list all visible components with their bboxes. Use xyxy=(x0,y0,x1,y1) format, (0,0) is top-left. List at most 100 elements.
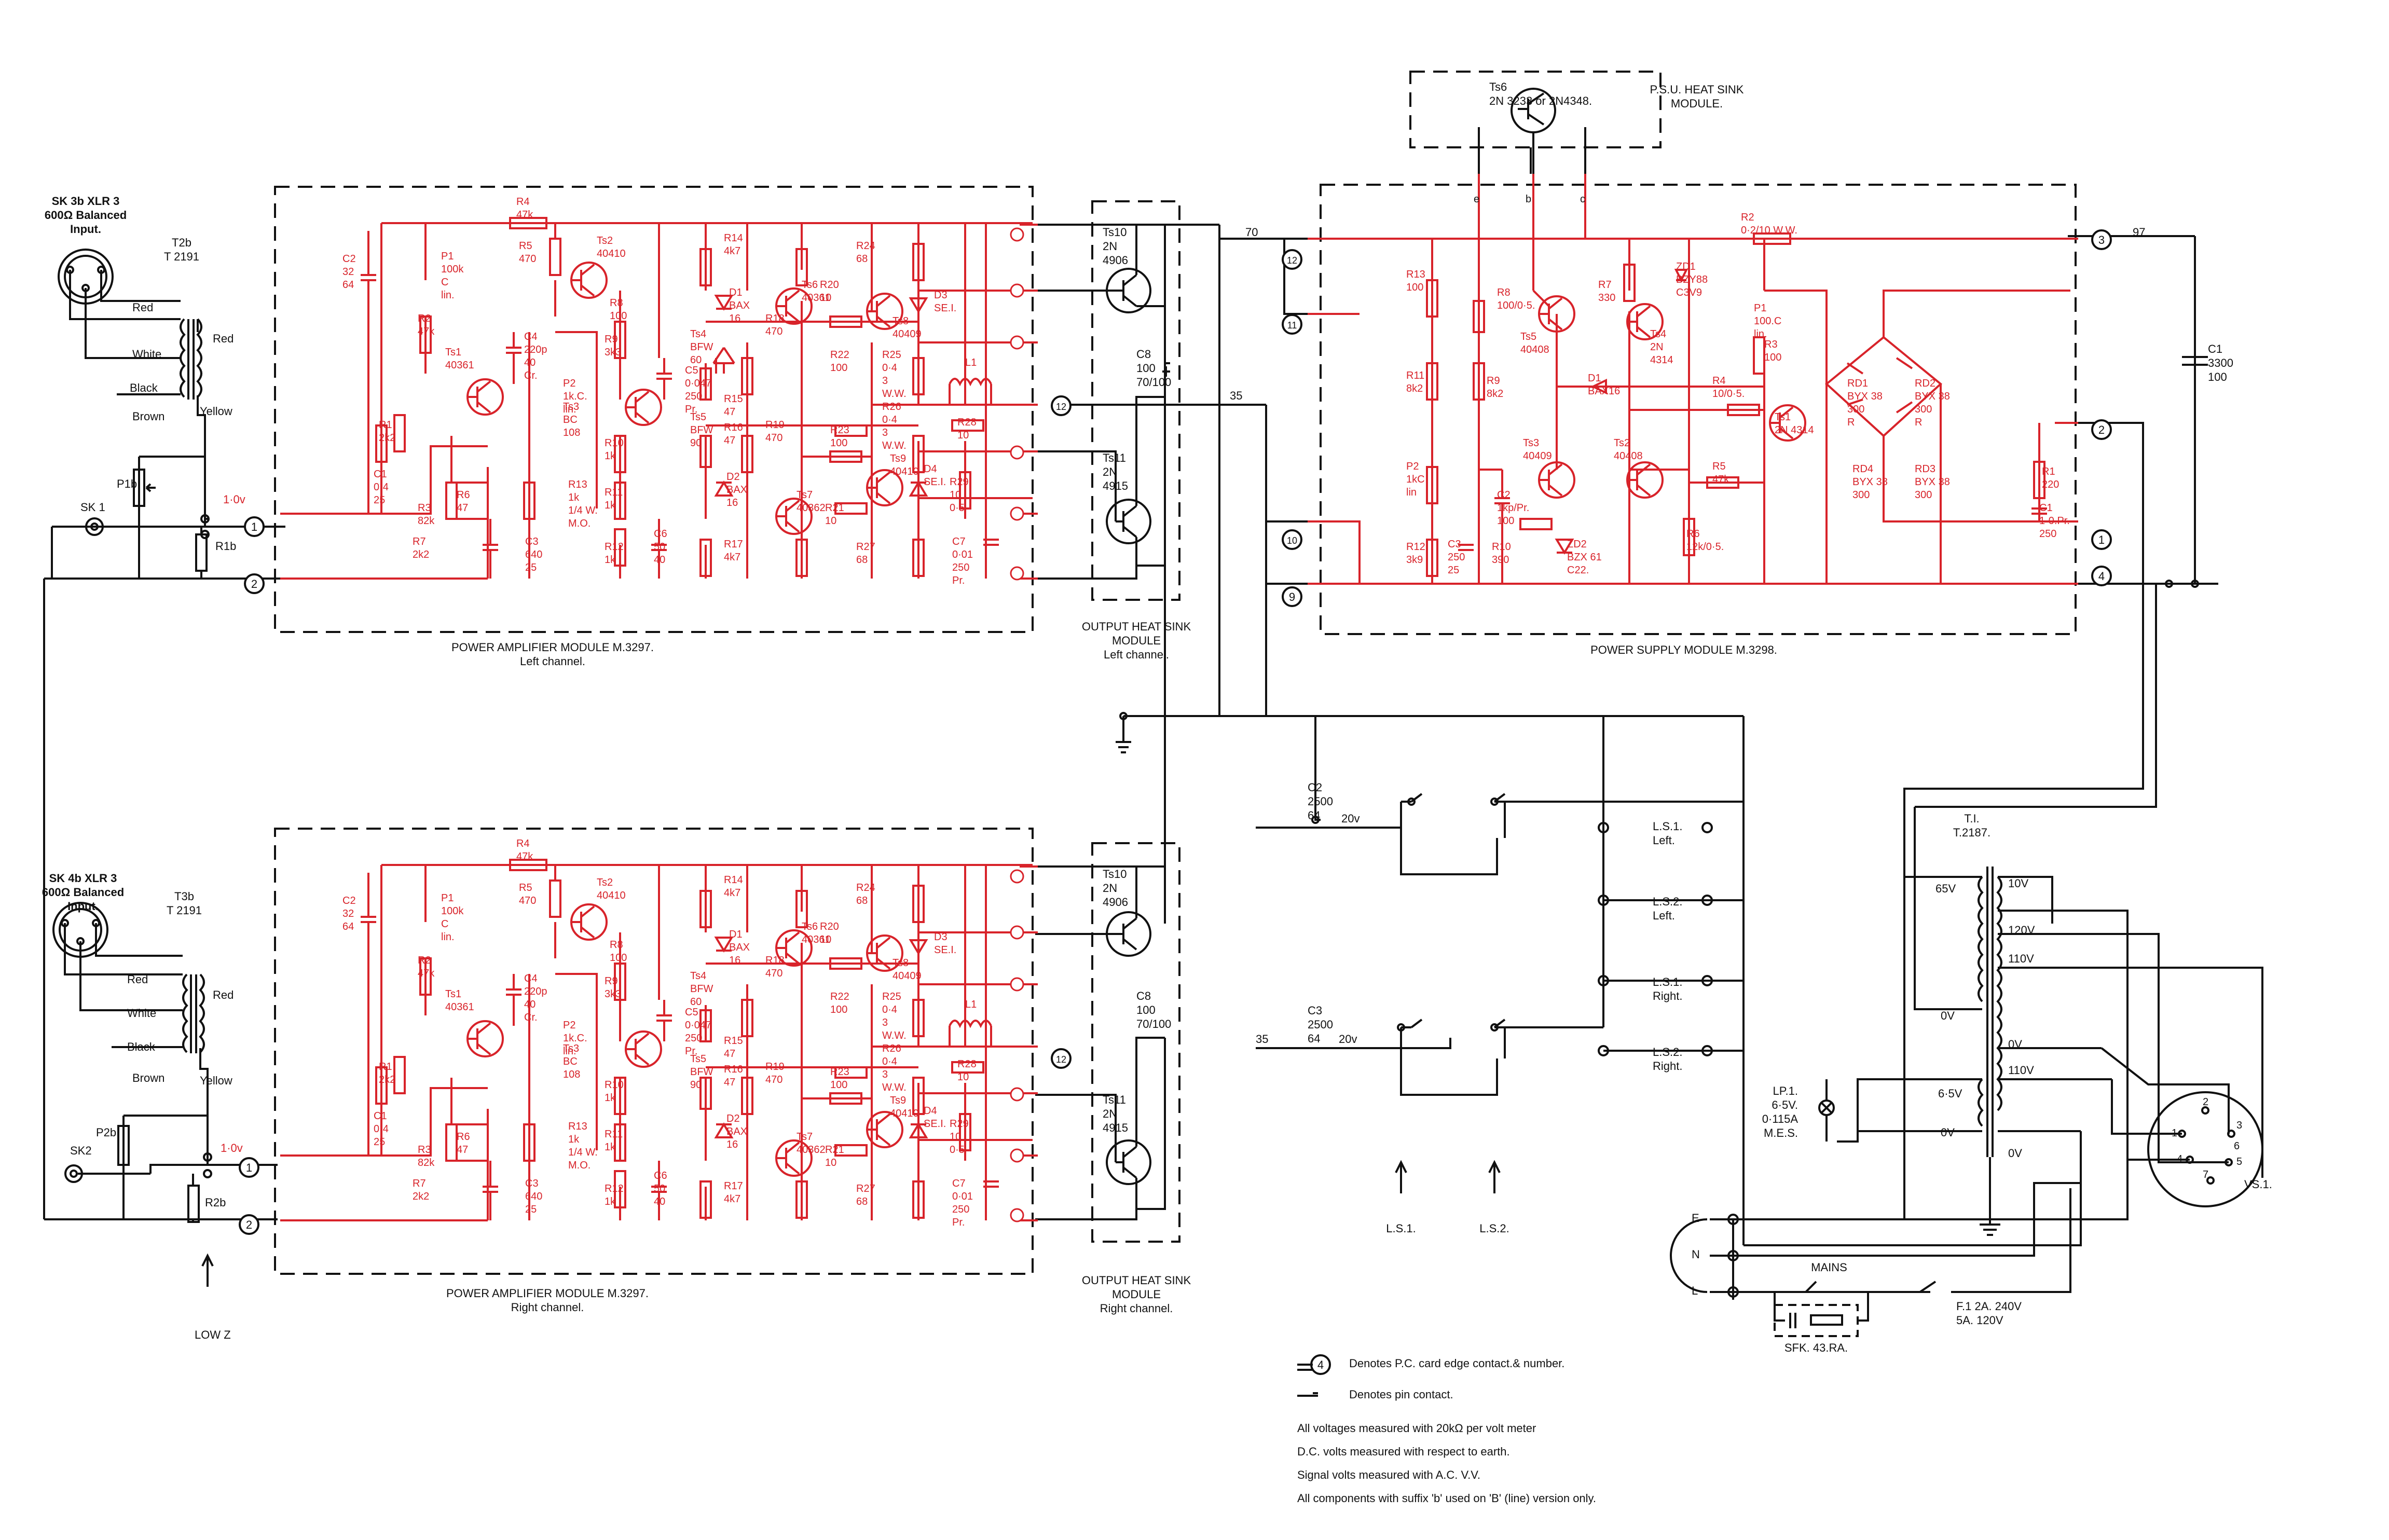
psu-part-c1-line: 1·0.Pr. xyxy=(2039,515,2070,527)
amp-left-part-r16-line: R16 xyxy=(724,422,743,433)
amp-right-part-r24-line: R24 xyxy=(856,882,875,893)
amp-right-part-r29-line: R29 xyxy=(950,1118,969,1130)
amp-left-part-c2-line: C2 xyxy=(342,253,356,265)
amp-right-part-c4-line: 220p xyxy=(524,986,547,997)
amp-left-part-r10-line: 1k xyxy=(605,450,616,462)
heatsink-right-ts11-line: 4915 xyxy=(1103,1121,1128,1134)
amp-left-part-ts6-line: Ts6 xyxy=(802,279,818,291)
amp-left-part-r10-line: R10 xyxy=(605,437,624,449)
left-wire-yellow: Yellow xyxy=(200,405,232,418)
note-edge-number: 4 xyxy=(1317,1358,1324,1371)
psu-part-ts2-line: Ts2 xyxy=(1614,437,1630,449)
fuse-label-line: F.1 2A. 240V xyxy=(1956,1300,2022,1313)
tap-secondary-1-line: 0V xyxy=(1941,1009,1955,1022)
amp-right-part-r25-line: 0·4 xyxy=(882,1004,897,1015)
psu-part-ts4-line: Ts4 xyxy=(1650,328,1666,340)
amp-right-part-r6-line: R6 xyxy=(457,1131,470,1143)
amp-right-part-r8-line: R8 xyxy=(610,939,623,951)
amp-right-part-r10-line: 1k xyxy=(605,1092,616,1104)
amp-right-part-r5-line: 470 xyxy=(519,895,536,906)
psu-part-ts4-line: 2N xyxy=(1650,341,1664,353)
amp-left-part-r4-line: R4 xyxy=(516,196,530,208)
left-wire-2-line: Black xyxy=(130,381,158,394)
node-35-left-line: 35 xyxy=(1230,389,1242,402)
psu-part-c3-line: 25 xyxy=(1448,565,1459,576)
amp-right-part-r25-line: W.W. xyxy=(882,1030,907,1041)
psu-part-rd3-line: BYX 38 xyxy=(1915,476,1950,488)
pin-psu-9-line: 9 xyxy=(1289,590,1295,603)
right-socket-label-line: SK2 xyxy=(70,1144,92,1157)
tap-primary-0: 10V xyxy=(2008,877,2028,890)
amp-left-part-r16-line: 47 xyxy=(724,435,735,446)
psu-part-ts6-line: 2N 3233 or 2N4348. xyxy=(1489,94,1592,107)
left-xlr-label-line: Input. xyxy=(70,223,101,236)
psu-part-c3-line: 250 xyxy=(1448,552,1465,563)
amp-right-part-ts3-line: BC xyxy=(563,1056,578,1067)
amp-left-part-r21-line: R21 xyxy=(825,502,844,514)
amp-right-part-d1-line: 16 xyxy=(729,955,740,966)
amp-left-part-r28-line: R28 xyxy=(957,417,977,428)
selector-pin-1: 1 xyxy=(2172,1128,2177,1139)
amp-left-part-r20-line: R20 xyxy=(820,279,839,291)
psu-part-rd1-line: RD1 xyxy=(1847,378,1868,389)
psu-part-zd2-line: C22. xyxy=(1567,565,1589,576)
ls1-right-line: L.S.1. xyxy=(1653,975,1682,988)
left-res-label-line: R1b xyxy=(215,540,236,553)
amp-left-part-r27-line: R27 xyxy=(856,541,875,553)
amp-left-part-r6-line: 47 xyxy=(457,502,468,514)
note-edge-contact-line: Denotes P.C. card edge contact.& number. xyxy=(1349,1357,1564,1370)
amp-left-part-r25-line: 3 xyxy=(882,375,888,387)
amp-left-part-r21-line: 10 xyxy=(825,515,836,527)
heatsink-left-ts10-line: Ts10 xyxy=(1103,226,1127,239)
amp-right-part-r13-line: M.O. xyxy=(568,1160,591,1171)
main-c2-line: 64 xyxy=(1308,809,1320,822)
amp-left-part-c7-line: C7 xyxy=(952,536,966,547)
amp-right-part-r11-line: R11 xyxy=(605,1129,623,1140)
psu-part-r1-line: R1 xyxy=(2042,466,2055,477)
right-pot-label: P2b xyxy=(96,1126,116,1139)
amp-right-part-ts5-line: 90 xyxy=(690,1079,702,1091)
left-wire-red-right-line: Red xyxy=(213,332,234,345)
main-c1-line: 100 xyxy=(2208,370,2227,383)
pin-psu-12: 12 xyxy=(1287,255,1297,266)
selector-pin-1-line: 1 xyxy=(2172,1128,2177,1139)
selector-pin-2: 2 xyxy=(2203,1096,2208,1108)
tap-secondary-2-line: 6·5V xyxy=(1938,1087,1962,1100)
psu-part-zd2-line: ZD2 xyxy=(1567,539,1587,550)
psu-pin-c: c xyxy=(1580,194,1585,205)
node-20v-right: 20v xyxy=(1339,1033,1357,1046)
amp-right-part-c5-line: 250 xyxy=(685,1033,702,1044)
heatsink-right-ts10-line: 2N xyxy=(1103,882,1117,895)
pin-psu-11-line: 11 xyxy=(1287,320,1297,331)
amp-left-part-c5-line: 250 xyxy=(685,391,702,402)
mains-transformer-line: T.2187. xyxy=(1953,826,1990,839)
psu-part-p1-line: 100.C xyxy=(1754,315,1781,327)
amp-left-part-r9-line: R9 xyxy=(605,334,618,345)
amp-right-part-ts9-line: Ts9 xyxy=(890,1095,906,1106)
amp-right-part-ts4-line: BFW xyxy=(690,983,713,995)
amp-right-part-p1-line: 100k xyxy=(441,905,464,917)
